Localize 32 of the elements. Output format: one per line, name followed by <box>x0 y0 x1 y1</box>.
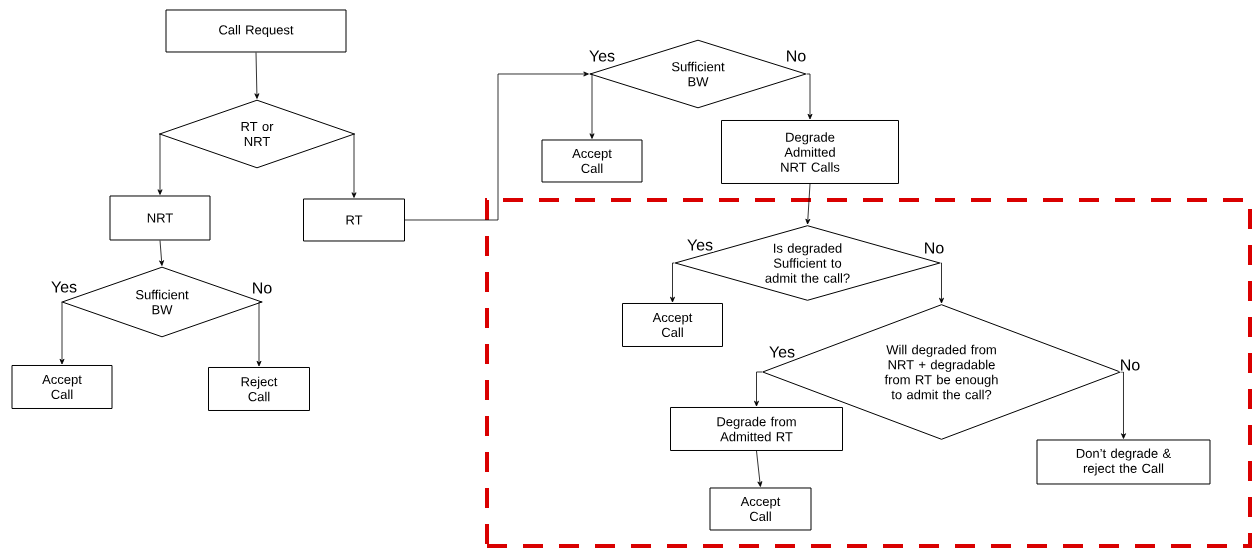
arrow <box>254 52 260 99</box>
arrow <box>670 262 675 303</box>
edge-label: Yes <box>587 49 617 63</box>
arrow <box>589 73 595 139</box>
edge-label: No <box>1118 358 1142 372</box>
arrow <box>939 262 944 304</box>
arrow <box>59 301 65 365</box>
edge-label: No <box>784 49 808 63</box>
process-box: RT <box>303 198 405 242</box>
process-box: Call Request <box>165 9 347 53</box>
process-box: Don’t degrade & reject the Call <box>1036 439 1211 485</box>
process-box: NRT <box>109 195 211 241</box>
arrow <box>256 301 263 367</box>
arrow <box>157 133 163 195</box>
process-box: Degrade Admitted NRT Calls <box>721 120 899 184</box>
process-box: Degrade from Admitted RT <box>670 407 843 451</box>
arrow <box>805 183 811 225</box>
arrow <box>159 240 165 266</box>
edge-label: Yes <box>767 345 797 359</box>
arrow <box>404 71 589 221</box>
arrow <box>806 73 813 120</box>
dashed-region <box>485 198 1252 548</box>
process-box: Accept Call <box>622 303 723 347</box>
process-box: Accept Call <box>541 139 643 183</box>
arrow <box>1120 371 1126 439</box>
arrow <box>754 371 763 407</box>
process-box: Reject Call <box>208 367 310 411</box>
arrow <box>756 450 763 487</box>
arrow <box>351 133 357 198</box>
process-box: Accept Call <box>11 365 113 409</box>
edge-label: Yes <box>685 238 715 252</box>
process-box: Accept Call <box>709 487 812 531</box>
